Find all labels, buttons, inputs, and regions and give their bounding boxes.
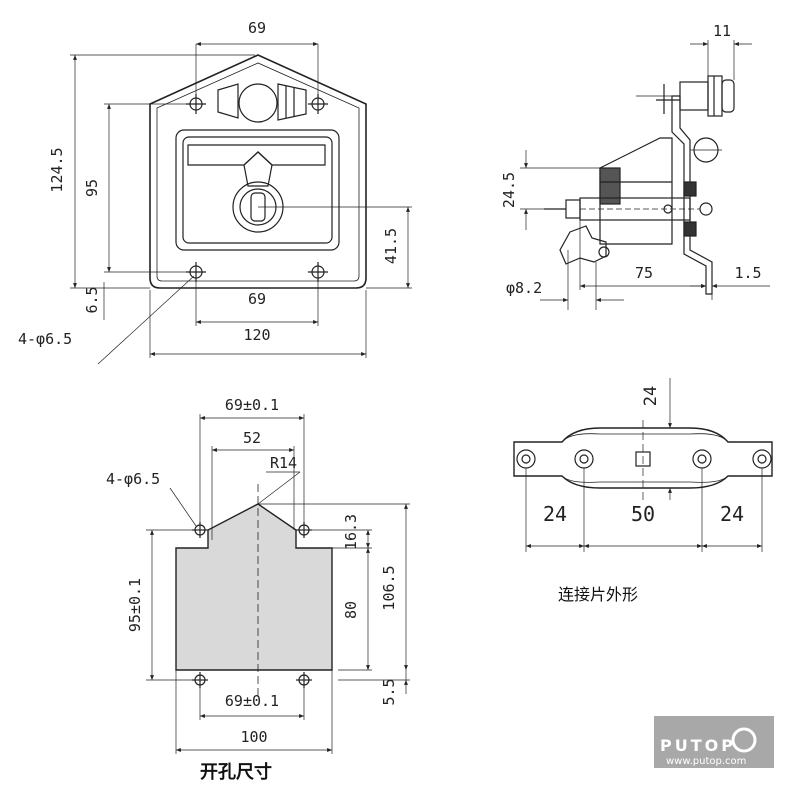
link-hole-3 [692, 449, 712, 469]
logo-circle-icon [731, 727, 757, 753]
cutout-dim-52: 52 [243, 429, 261, 447]
front-dimension-lines [70, 42, 412, 365]
front-mount-hole-tr [308, 94, 328, 114]
front-handle [187, 144, 326, 166]
side-dim-11: 11 [713, 22, 731, 40]
front-recess-outer [175, 129, 340, 251]
front-lock-housing-left [217, 83, 239, 119]
front-lock-housing-right [277, 83, 307, 121]
side-housing-dark [599, 167, 621, 205]
front-hole-callout: 4-φ6.5 [18, 330, 72, 348]
front-recess-inner [182, 136, 333, 244]
front-handle-stem [243, 151, 273, 187]
cutout-caption: 开孔尺寸 [200, 761, 272, 783]
cutout-dimension-lines [146, 414, 410, 754]
link-plate-view [513, 378, 773, 552]
link-plate-outline [513, 427, 773, 489]
cutout-dim-80: 80 [342, 601, 360, 619]
link-plate-caption: 连接片外形 [558, 585, 638, 604]
front-dim-69-top: 69 [248, 19, 266, 37]
cutout-hole-tr [296, 522, 312, 538]
front-dim-120: 120 [243, 326, 270, 344]
cutout-dim-100: 100 [240, 728, 267, 746]
logo-url-text: www.putop.com [666, 756, 746, 767]
cutout-hole-br [296, 672, 312, 688]
front-plate-outline [149, 54, 367, 289]
link-dim-24-left: 24 [543, 502, 567, 526]
link-hole-2 [574, 449, 594, 469]
side-latch [559, 225, 607, 265]
side-dimension-lines [520, 150, 770, 310]
link-hole-1 [516, 449, 536, 469]
front-dim-95: 95 [83, 179, 101, 197]
cutout-view [146, 414, 410, 754]
cutout-dim-106-5: 106.5 [380, 565, 398, 610]
putop-logo: PUTOP www.putop.com [654, 716, 774, 768]
cutout-dim-5-5: 5.5 [380, 678, 398, 705]
cutout-shape [175, 503, 333, 671]
side-housing [599, 137, 673, 245]
front-plate-inner-outline [156, 62, 360, 282]
cutout-hole-callout: 4-φ6.5 [106, 470, 160, 488]
link-dim-24-vertical: 24 [641, 386, 661, 406]
side-dim-24-5: 24.5 [500, 172, 518, 208]
link-dim-24-right: 24 [720, 502, 744, 526]
front-lock-circle [238, 83, 278, 123]
side-dim-75: 75 [635, 264, 653, 282]
side-lock-body [679, 81, 709, 111]
front-view [70, 42, 412, 365]
front-dim-69-bottom: 69 [248, 290, 266, 308]
cutout-dim-16-3: 16.3 [342, 514, 360, 550]
front-dim-124-5: 124.5 [48, 147, 66, 192]
link-hole-4 [752, 449, 772, 469]
cutout-dim-95-tol: 95±0.1 [126, 578, 144, 632]
front-mount-hole-br [308, 262, 328, 282]
link-dim-50: 50 [631, 502, 655, 526]
cutout-radius-r14: R14 [270, 454, 297, 472]
cutout-dim-69-tol-top: 69±0.1 [225, 396, 279, 414]
side-dim-1-5: 1.5 [734, 264, 761, 282]
side-dim-phi-8-2: φ8.2 [506, 279, 542, 297]
side-view [520, 40, 770, 310]
logo-brand-text: PUTOP [660, 736, 736, 755]
link-dimension-lines [525, 378, 763, 552]
cutout-dim-69-tol-bottom: 69±0.1 [225, 692, 279, 710]
front-dim-6-5: 6.5 [83, 286, 101, 313]
front-dim-41-5: 41.5 [382, 228, 400, 264]
